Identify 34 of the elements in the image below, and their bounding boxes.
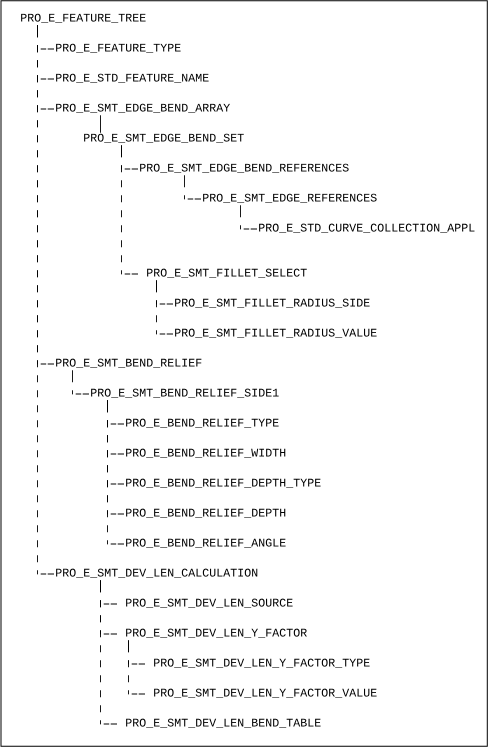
tree-label: PRO_E_SMT_BEND_RELIEF xyxy=(56,358,202,368)
tree-label: PRO_E_SMT_FILLET_SELECT xyxy=(147,268,307,278)
tree-label: PRO_E_SMT_FILLET_RADIUS_VALUE xyxy=(175,328,377,338)
tree-connector xyxy=(184,174,202,200)
tree-connector xyxy=(107,400,124,544)
tree-connector xyxy=(37,24,54,574)
tree-label: PRO_E_BEND_RELIEF_WIDTH xyxy=(126,448,286,458)
tree-label: PRO_E_BEND_RELIEF_ANGLE xyxy=(126,538,286,548)
tree-label: PRO_E_SMT_FILLET_RADIUS_SIDE xyxy=(175,298,370,308)
tree-label: PRO_E_STD_FEATURE_NAME xyxy=(56,74,209,83)
tree-label: PRO_E_BEND_RELIEF_DEPTH xyxy=(126,508,286,518)
tree-label: PRO_E_SMT_DEV_LEN_Y_FACTOR_TYPE xyxy=(154,658,370,668)
tree-label: PRO_E_SMT_DEV_LEN_Y_FACTOR_VALUE xyxy=(154,688,377,698)
tree-label: PRO_E_SMT_EDGE_BEND_ARRAY xyxy=(56,104,230,113)
tree-label: PRO_E_SMT_DEV_LEN_Y_FACTOR xyxy=(126,628,307,638)
tree-connector xyxy=(100,114,101,134)
tree-label: PRO_E_SMT_EDGE_BEND_REFERENCES xyxy=(140,164,349,173)
tree-label: PRO_E_SMT_DEV_LEN_CALCULATION xyxy=(56,568,258,578)
tree-label: PRO_E_SMT_DEV_LEN_SOURCE xyxy=(126,598,293,608)
tree-label: PRO_E_BEND_RELIEF_TYPE xyxy=(126,418,279,428)
tree-label: PRO_E_SMT_BEND_RELIEF_SIDE1 xyxy=(91,388,279,398)
tree-label: PRO_E_SMT_EDGE_REFERENCES xyxy=(203,194,377,203)
tree-connector xyxy=(72,370,90,394)
tree-label: PRO_E_FEATURE_TREE xyxy=(21,14,146,23)
tree-label: PRO_E_SMT_DEV_LEN_BEND_TABLE xyxy=(126,718,321,728)
tree-connector xyxy=(100,580,118,724)
tree-connector xyxy=(156,280,174,334)
tree-connector xyxy=(128,640,146,694)
tree-connector xyxy=(121,144,138,274)
tree-label: PRO_E_FEATURE_TYPE xyxy=(56,44,181,53)
tree-label: PRO_E_BEND_RELIEF_DEPTH_TYPE xyxy=(126,478,321,488)
tree-connector xyxy=(240,204,258,230)
tree-label: PRO_E_SMT_EDGE_BEND_SET xyxy=(84,134,244,143)
tree-label: PRO_E_STD_CURVE_COLLECTION_APPL xyxy=(259,224,474,233)
